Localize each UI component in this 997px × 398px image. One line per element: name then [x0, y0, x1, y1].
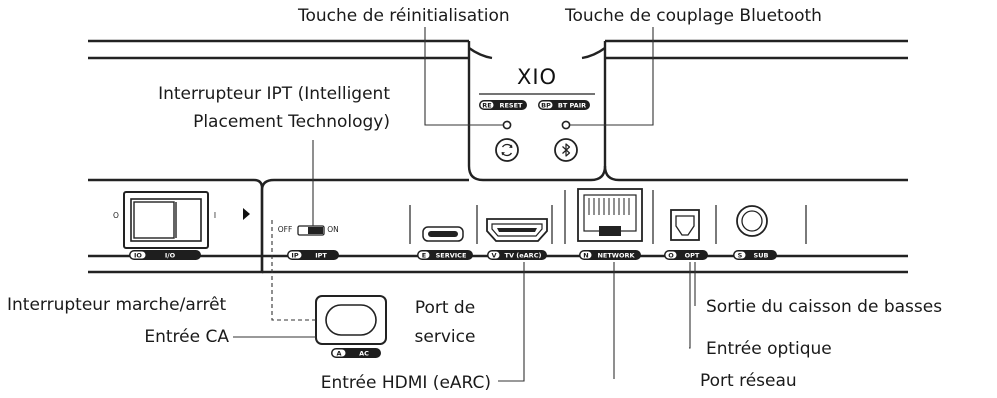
- ipt-off-label: OFF: [278, 225, 293, 234]
- opt-tag: O OPT: [664, 250, 708, 260]
- reset-button[interactable]: [495, 120, 519, 162]
- service-port-callout-line2: service: [415, 327, 476, 347]
- svg-text:IO: IO: [134, 252, 142, 260]
- network-port[interactable]: [577, 188, 643, 242]
- connector-separators: [409, 190, 807, 244]
- service-port[interactable]: [422, 226, 464, 242]
- svg-text:IP: IP: [291, 252, 298, 260]
- arrow-marker-icon: [243, 208, 250, 220]
- optical-input-callout: Entrée optique: [706, 339, 832, 359]
- io-tag: IO I/O: [129, 250, 201, 260]
- svg-text:IPT: IPT: [315, 252, 327, 260]
- subwoofer-output-callout: Sortie du caisson de basses: [706, 297, 942, 317]
- svg-text:OPT: OPT: [685, 252, 700, 260]
- svg-text:BP: BP: [541, 102, 551, 110]
- hdmi-input-callout: Entrée HDMI (eARC): [321, 373, 491, 393]
- subwoofer-port[interactable]: [736, 205, 768, 237]
- ac-input-callout: Entrée CA: [144, 327, 229, 347]
- optical-port[interactable]: [670, 209, 700, 241]
- reset-button-callout: Touche de réinitialisation: [297, 6, 510, 26]
- ipt-switch-callout-line1: Interrupteur IPT (Intelligent: [158, 84, 390, 104]
- leader-lines: [233, 27, 696, 382]
- ac-dashed-guide: [271, 220, 316, 321]
- svg-text:E: E: [422, 252, 426, 260]
- svg-text:BT PAIR: BT PAIR: [558, 102, 586, 110]
- power-switch[interactable]: [123, 191, 209, 249]
- ac-inlet[interactable]: [315, 295, 387, 345]
- svg-text:NETWORK: NETWORK: [597, 252, 635, 260]
- bluetooth-icon: [562, 143, 571, 157]
- network-tag: N NETWORK: [579, 250, 641, 260]
- service-tag: E SERVICE: [417, 250, 473, 260]
- svg-text:SUB: SUB: [754, 252, 769, 260]
- power-switch-callout: Interrupteur marche/arrêt: [7, 295, 227, 315]
- device-outline: [88, 39, 908, 274]
- reset-tag: RE RESET: [479, 100, 527, 110]
- tv-earc-tag: V TV (eARC): [487, 250, 547, 260]
- svg-text:A: A: [336, 350, 341, 358]
- switch-on-mark: I: [214, 211, 216, 220]
- reset-icon: [501, 143, 513, 157]
- svg-text:RESET: RESET: [499, 102, 523, 110]
- svg-text:V: V: [491, 252, 496, 260]
- sub-tag: S SUB: [733, 250, 777, 260]
- svg-text:RE: RE: [482, 102, 491, 110]
- bt-pair-button[interactable]: [554, 120, 578, 162]
- hdmi-port[interactable]: [486, 218, 548, 242]
- ipt-tag: IP IPT: [287, 250, 339, 260]
- bt-pair-tag: BP BT PAIR: [538, 100, 590, 110]
- network-port-callout: Port réseau: [700, 371, 797, 391]
- svg-text:SERVICE: SERVICE: [436, 252, 467, 260]
- brand-logo: XIO: [517, 65, 557, 89]
- ipt-switch[interactable]: [297, 225, 325, 236]
- ipt-switch-callout-line2: Placement Technology): [193, 112, 390, 132]
- svg-text:AC: AC: [359, 350, 369, 358]
- switch-off-mark: O: [113, 211, 119, 220]
- svg-text:O: O: [668, 252, 674, 260]
- ac-tag: A AC: [331, 348, 381, 358]
- ipt-on-label: ON: [327, 225, 339, 234]
- service-port-callout-line1: Port de: [415, 298, 475, 318]
- svg-text:S: S: [738, 252, 743, 260]
- svg-text:N: N: [583, 252, 588, 260]
- svg-text:TV (eARC): TV (eARC): [505, 252, 542, 260]
- bt-pair-callout: Touche de couplage Bluetooth: [564, 6, 822, 26]
- svg-text:I/O: I/O: [165, 252, 176, 260]
